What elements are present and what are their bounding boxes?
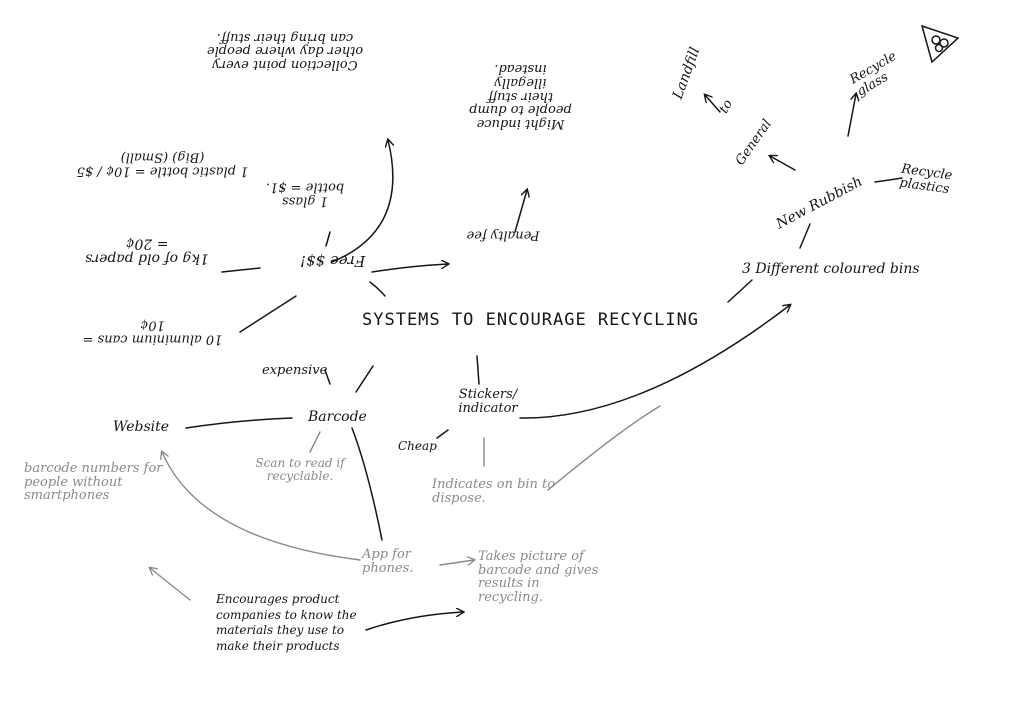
link-rubbish-glass — [847, 94, 856, 137]
link-barcode-scan — [309, 431, 321, 453]
link-rubbish-plastics — [874, 177, 903, 183]
link-indicates-bins — [547, 405, 661, 491]
link-stickers-cheap — [436, 429, 449, 439]
penalty-note: Might induce people to dump their stuff … — [469, 61, 572, 132]
link-app-takes — [439, 560, 474, 566]
website-label: Website — [113, 419, 170, 435]
link-center-stickers — [476, 355, 480, 385]
link-encourage-website — [150, 568, 191, 601]
link-free-penalty — [371, 264, 448, 273]
link-general-landfill — [705, 95, 721, 113]
link-free-cans — [239, 295, 297, 333]
link-center-free — [369, 281, 386, 297]
app-note: App for phones. — [362, 547, 414, 576]
glass-bottle-note: 1 glass bottle = $1. — [265, 179, 345, 209]
link-app-website — [162, 452, 361, 561]
free-money-branch: Free $$! — [300, 251, 366, 270]
recycle-triangle-icon — [920, 24, 960, 64]
indicates-note: Indicates on bin to dispose. — [432, 477, 556, 506]
link-barcode-app — [351, 427, 383, 541]
link-stickers-bins — [519, 305, 790, 419]
link-free-papers — [221, 267, 261, 273]
old-papers-note: 1kg of old papers = 20¢ — [85, 235, 209, 267]
bins-branch: 3 Different coloured bins — [742, 261, 920, 277]
aluminium-cans-note: 10 aluminium cans = 10¢ — [82, 317, 223, 347]
link-center-bins — [727, 279, 753, 303]
link-bins-rubbish — [799, 223, 811, 249]
link-penalty-note — [514, 190, 527, 233]
link-free-collection — [331, 140, 393, 263]
collection-point-note: Collection point every other day where p… — [206, 29, 364, 72]
link-rubbish-general — [770, 156, 796, 171]
barcode-branch: Barcode — [308, 409, 367, 425]
link-barcode-expensive — [324, 369, 331, 385]
link-barcode-website — [185, 417, 293, 429]
plastic-bottle-note: 1 plastic bottle = 10¢ / $5 (Big) (Small… — [76, 149, 249, 179]
link-free-glass — [325, 231, 331, 247]
stickers-branch: Stickers/ indicator — [458, 387, 518, 416]
link-encourage-takes — [365, 612, 463, 631]
cheap-label: Cheap — [398, 439, 437, 453]
website-note: barcode numbers for people without smart… — [24, 461, 163, 504]
link-center-barcode — [355, 365, 374, 393]
center-topic: SYSTEMS TO ENCOURAGE RECYCLING — [362, 310, 700, 330]
penalty-fee-branch: Penalty fee — [466, 227, 540, 243]
encourages-note: Encourages product companies to know the… — [216, 592, 357, 653]
takes-picture-note: Takes picture of barcode and gives resul… — [478, 549, 599, 605]
expensive-label: expensive — [262, 363, 328, 378]
scan-note: Scan to read if recyclable. — [255, 456, 345, 483]
